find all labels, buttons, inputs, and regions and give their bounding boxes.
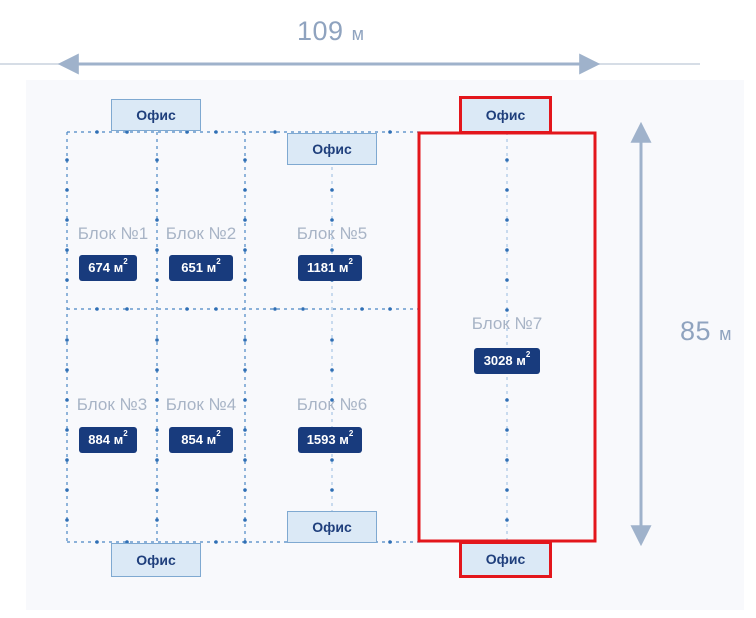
- width-unit: м: [351, 24, 365, 44]
- office-top-block7[interactable]: Офис: [459, 96, 552, 134]
- block-2-area-sup: 2: [216, 257, 221, 266]
- block-7-area: 3028: [483, 353, 513, 368]
- block-4-label[interactable]: Блок №4: [165, 395, 237, 414]
- block-3-area-unit: м: [113, 432, 124, 447]
- block-7-area-badge[interactable]: 3028 м2: [474, 348, 540, 374]
- dots-row-309: [95, 307, 392, 311]
- block-3-area-sup: 2: [123, 429, 128, 438]
- dots-col-245: [243, 158, 247, 522]
- dots-col-507: [505, 158, 509, 522]
- height-value: 85: [680, 316, 712, 346]
- block-7-area-unit: м: [516, 353, 526, 368]
- block-6-area: 1593: [306, 432, 336, 447]
- block-1-label[interactable]: Блок №1: [77, 224, 149, 243]
- dots-col-67: [65, 158, 69, 522]
- dots-col-332: [330, 188, 334, 492]
- block-7-area-sup: 2: [525, 350, 531, 359]
- height-unit: м: [719, 324, 732, 344]
- block-5-area-sup: 2: [348, 257, 353, 266]
- office-bottom-block6[interactable]: Офис: [287, 511, 377, 543]
- block-3-area-badge[interactable]: 884 м2: [79, 427, 137, 453]
- office-bottom-left[interactable]: Офис: [111, 543, 201, 577]
- block-5-label[interactable]: Блок №5: [296, 224, 368, 243]
- office-top-left[interactable]: Офис: [111, 99, 201, 131]
- height-dimension-label: 85 м: [680, 316, 732, 347]
- block-4-area: 854: [181, 432, 203, 447]
- block-6-label[interactable]: Блок №6: [296, 395, 368, 414]
- block-4-area-badge[interactable]: 854 м2: [169, 427, 233, 453]
- block-5-area-badge[interactable]: 1181 м2: [298, 255, 362, 281]
- block-1-area-badge[interactable]: 674 м2: [79, 255, 137, 281]
- dots-row-542: [95, 540, 392, 544]
- block-7-label[interactable]: Блок №7: [471, 314, 543, 333]
- block-3-label[interactable]: Блок №3: [76, 395, 148, 414]
- office-bottom-block7[interactable]: Офис: [459, 541, 552, 578]
- dots-col-157: [155, 158, 159, 522]
- office-top-block5[interactable]: Офис: [287, 133, 377, 165]
- block-5-area: 1181: [307, 260, 336, 275]
- block-1-area-sup: 2: [123, 257, 128, 266]
- column-dots: [65, 130, 509, 544]
- block-6-area-sup: 2: [348, 429, 354, 438]
- block-4-area-unit: м: [206, 432, 217, 447]
- block-2-area-unit: м: [206, 260, 217, 275]
- block-2-label[interactable]: Блок №2: [165, 224, 237, 243]
- block-4-area-sup: 2: [216, 429, 221, 438]
- block-3-area: 884: [88, 432, 110, 447]
- grid-lines: [66, 131, 508, 543]
- block-5-area-unit: м: [338, 260, 349, 275]
- block-1-area: 674: [88, 260, 110, 275]
- width-value: 109: [297, 16, 344, 46]
- block-2-area: 651: [181, 260, 203, 275]
- block-2-area-badge[interactable]: 651 м2: [169, 255, 233, 281]
- plan-background: [26, 80, 744, 610]
- block-6-area-unit: м: [339, 432, 349, 447]
- dots-row-132: [95, 130, 392, 134]
- block-1-area-unit: м: [113, 260, 124, 275]
- width-dimension-label: 109 м: [297, 16, 364, 47]
- block-6-area-badge[interactable]: 1593 м2: [298, 427, 362, 453]
